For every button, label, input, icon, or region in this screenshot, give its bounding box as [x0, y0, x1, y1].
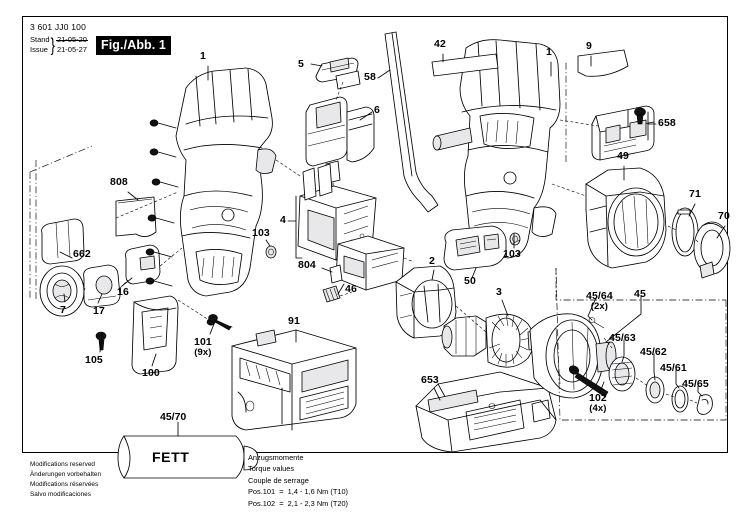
screw-101-sample	[208, 314, 232, 331]
figure-badge: Fig./Abb. 1	[96, 36, 171, 55]
callout-part-4563: 45/63	[609, 332, 636, 344]
callout-screws-101-qty: (9x)	[194, 347, 212, 358]
issue-label: Issue	[30, 44, 48, 54]
part-ledpanel-50	[443, 225, 507, 271]
screw-set-left	[145, 119, 233, 328]
part-collar-70	[693, 221, 731, 279]
part-4564-art	[588, 317, 605, 329]
frame-top-border	[22, 16, 728, 17]
part-ring-71	[671, 207, 699, 257]
callout-assy-45: 45	[634, 288, 646, 300]
callout-pcb-804: 804	[298, 259, 316, 271]
callout-sleeve-46: 46	[345, 283, 357, 295]
callout-screws-101: 101 (9x)	[194, 336, 212, 358]
part-module-4	[297, 163, 377, 261]
part-pcb-804	[329, 235, 405, 291]
callout-ring-71: 71	[689, 188, 701, 200]
callout-part-4562: 45/62	[640, 346, 667, 358]
part-beltclip-100	[131, 295, 179, 375]
part-4565-art	[696, 394, 713, 415]
callout-cap-103-left: 103	[252, 227, 270, 239]
callout-insert-16: 16	[117, 286, 129, 298]
torque-title-de: Anzugsmomente	[248, 453, 304, 462]
frame-bottom-border	[22, 452, 728, 453]
legal-line-es: Salvo modificaciones	[30, 490, 92, 498]
callout-battery-91: 91	[288, 315, 300, 327]
part-16	[125, 244, 161, 285]
part-housing-left-1	[175, 67, 277, 297]
callout-cover-808: 808	[110, 176, 128, 188]
callout-screw-105: 105	[85, 354, 103, 366]
callout-screws-101-label: 101	[194, 336, 212, 348]
screw-105	[95, 331, 107, 351]
callout-bracket-658: 658	[658, 117, 676, 129]
callout-grease-4570: 45/70	[160, 411, 187, 423]
stand-label: Stand	[30, 34, 50, 44]
part-switch-6	[305, 96, 375, 231]
callout-gearcase-49: 49	[617, 150, 629, 162]
part-battery-91	[231, 329, 357, 431]
part-gearcase-49	[585, 167, 667, 269]
callout-cap-103-right: 103	[503, 248, 521, 260]
torque-values-block: Anzugsmomente Torque values Couple de se…	[248, 452, 348, 509]
legal-line-fr: Modifications réservées	[30, 480, 99, 488]
callout-screws-102: 102 (4x)	[589, 392, 607, 414]
part-switch-5	[315, 57, 361, 90]
cap-103-left-part	[265, 245, 277, 259]
callout-chuckcover-7: 7	[60, 304, 66, 316]
part-nameplate-9	[577, 49, 629, 77]
callout-cap-662: 662	[73, 248, 91, 260]
callout-label-42: 42	[434, 38, 446, 50]
callout-beltclip-100: 100	[142, 367, 160, 379]
legal-line-de: Änderungen vorbehalten	[30, 470, 102, 478]
callout-insert-17: 17	[93, 305, 105, 317]
callout-screws-102-label: 102	[589, 392, 607, 404]
torque-value-pos101: Pos.101 = 1,4 - 1,6 Nm (T10)	[248, 487, 349, 497]
callout-housing-right: 1	[546, 46, 552, 58]
callout-screws-4564: 45/64 (2x)	[586, 290, 613, 312]
callout-module-4: 4	[280, 214, 286, 226]
issue-date: 21-05-27	[56, 44, 87, 54]
callout-nameplate-9: 9	[586, 40, 592, 52]
part-4562-art	[645, 376, 665, 404]
part-sleeve-46	[322, 285, 341, 303]
legal-line-en: Modifications reserved	[30, 461, 96, 468]
torque-title-en: Torque values	[248, 464, 295, 474]
part-number: 3 601 JJ0 100	[30, 22, 87, 32]
callout-charger-653: 653	[421, 374, 439, 386]
callout-screws-4564-label: 45/64	[586, 290, 613, 302]
callout-ledpanel-50: 50	[464, 275, 476, 287]
torque-value-pos102: Pos.102 = 2,1 - 2,3 Nm (T20)	[248, 498, 349, 508]
frame-left-border	[22, 16, 23, 453]
callout-housing-left: 1	[200, 50, 206, 62]
legal-notice-block: Modifications reserved Änderungen vorbeh…	[30, 460, 101, 500]
sheet-header: 3 601 JJ0 100 Stand Issue } 21-05-20 21-…	[30, 22, 89, 56]
callout-rod-58: 58	[364, 71, 376, 83]
torque-title-fr: Couple de serrage	[248, 475, 309, 485]
callout-screws-4564-qty: (2x)	[590, 301, 609, 312]
part-housing-right-1	[432, 39, 561, 259]
callout-switch-slide: 5	[298, 58, 304, 70]
callout-armature-3: 3	[496, 286, 502, 298]
part-cover-808	[115, 196, 157, 237]
screw-658	[634, 107, 646, 125]
part-label-42	[431, 53, 499, 77]
part-stator-2	[395, 265, 457, 339]
callout-collar-70: 70	[718, 210, 730, 222]
part-17	[83, 264, 121, 308]
header-brace: }	[50, 33, 55, 56]
part-armature-3	[441, 313, 542, 368]
callout-part-4561: 45/61	[660, 362, 687, 374]
callout-stator-2: 2	[429, 255, 435, 267]
grease-tube-text: FETT	[152, 449, 190, 465]
part-rod-58	[384, 31, 439, 213]
callout-switch-trigger: 6	[374, 104, 380, 116]
stand-date: 21-05-20	[55, 34, 89, 44]
cap-103-right-part	[509, 232, 521, 246]
frame-right-border	[727, 16, 728, 453]
part-4563-art	[608, 356, 636, 392]
callout-part-4565: 45/65	[682, 378, 709, 390]
callout-screws-102-qty: (4x)	[589, 403, 607, 414]
